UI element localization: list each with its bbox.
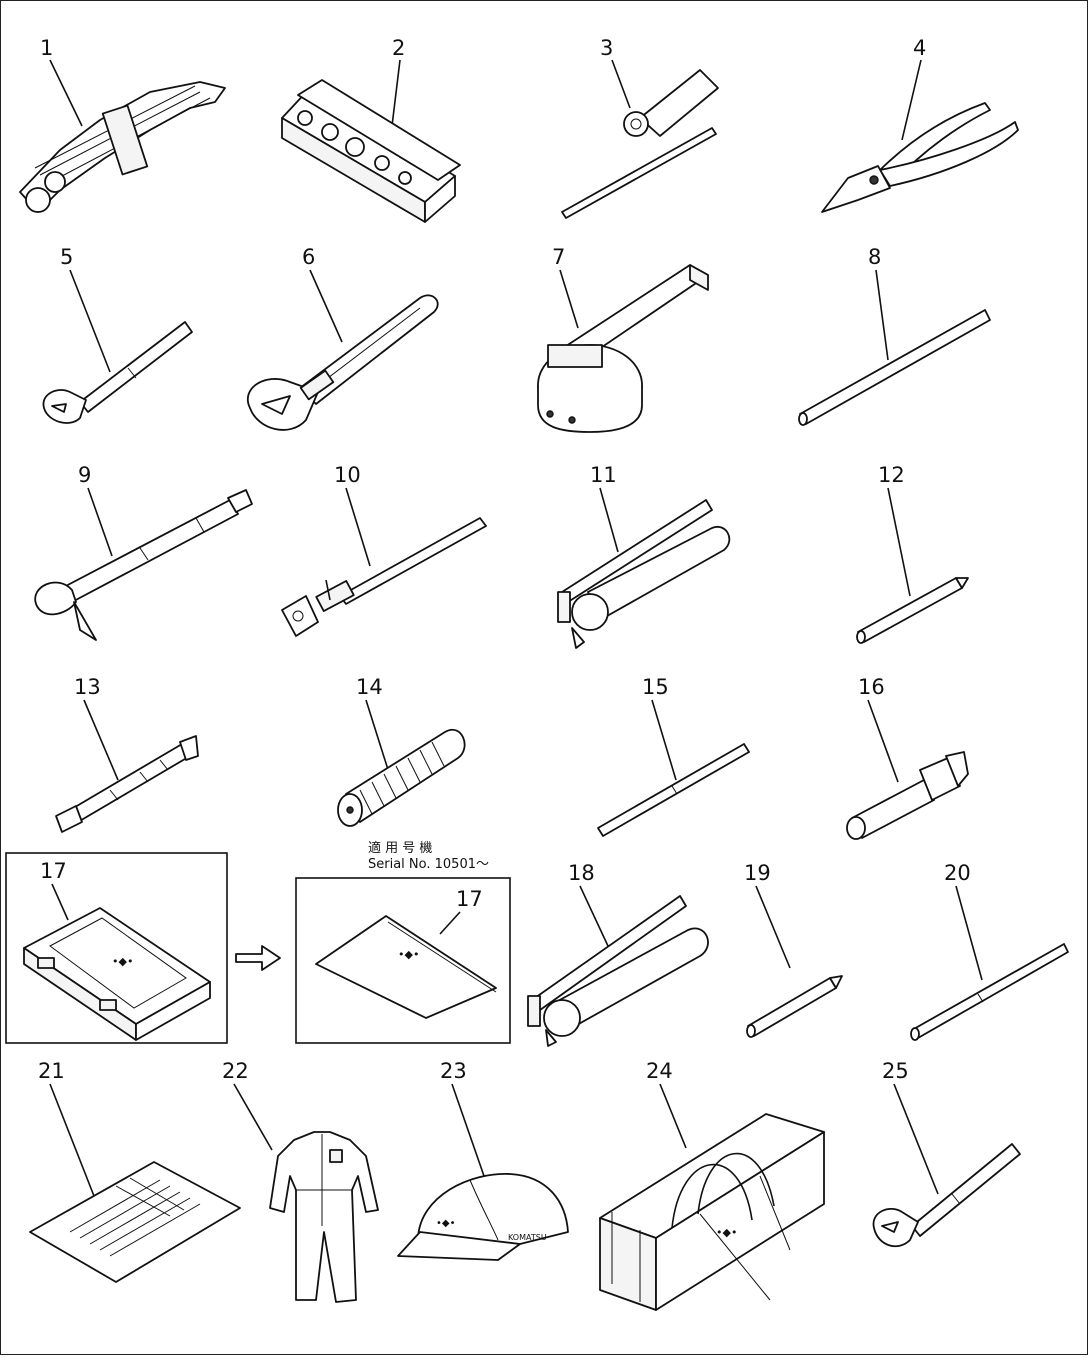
part-8-bar: 8 xyxy=(798,245,991,426)
part-1-wrench-set: 1 xyxy=(19,36,226,213)
part-number-label: 11 xyxy=(590,463,617,487)
part-number-label: 1 xyxy=(40,36,53,60)
part-number-label: 22 xyxy=(222,1059,249,1083)
part-9-tire-gauge: 9 xyxy=(34,463,253,641)
part-22-coveralls: 22 xyxy=(222,1059,379,1303)
part-number-label: 24 xyxy=(646,1059,673,1083)
part-number-label: 3 xyxy=(600,36,613,60)
part-12-pin: 12 xyxy=(856,463,969,644)
part-number-label: 4 xyxy=(913,36,926,60)
part-number-label: 20 xyxy=(944,861,971,885)
part-number-label: 9 xyxy=(78,463,91,487)
part-number-label: 19 xyxy=(744,861,771,885)
part-number-label: 25 xyxy=(882,1059,909,1083)
part-20-bar: 20 xyxy=(910,861,1069,1041)
logo-mark: •◆• xyxy=(398,948,419,961)
arrow-replaced-by xyxy=(235,945,281,971)
part-21-manual: 21 xyxy=(29,1059,241,1283)
part-number-label: 17 xyxy=(40,859,67,883)
part-14-grease-cartridge: 14 xyxy=(337,675,466,827)
part-6-adjustable-wrench: 6 xyxy=(247,245,439,431)
part-7-filter-wrench: 7 xyxy=(537,245,709,433)
part-17-tool-pouch: 適 用 号 機 Serial No. 10501～ 17 •◆• xyxy=(295,840,511,1044)
part-13-grease-hose: 13 xyxy=(55,675,199,833)
part-10-extension-bar: 10 xyxy=(281,463,487,637)
part-number-label: 15 xyxy=(642,675,669,699)
logo-mark: •◆• xyxy=(436,1218,456,1229)
part-number-label: 5 xyxy=(60,245,73,269)
cap-brand-text: KOMATSU xyxy=(508,1233,547,1242)
part-number-label: 21 xyxy=(38,1059,65,1083)
part-4-pliers: 4 xyxy=(821,36,1019,213)
part-15-rod: 15 xyxy=(597,675,750,837)
part-number-label: 6 xyxy=(302,245,315,269)
part-17-tool-case-box: 17 •◆• xyxy=(5,852,228,1044)
part-number-label: 7 xyxy=(552,245,565,269)
inset-frame-left xyxy=(5,852,228,1044)
part-23-cap: 23 •◆• KOMATSU xyxy=(397,1059,569,1261)
part-2-socket-set-case: 2 xyxy=(281,36,461,223)
part-number-label: 23 xyxy=(440,1059,467,1083)
logo-mark: •◆• xyxy=(112,955,133,968)
part-25-wrench: 25 xyxy=(872,1059,1021,1248)
part-number-label: 2 xyxy=(392,36,405,60)
part-number-label: 12 xyxy=(878,463,905,487)
part-11-grease-gun: 11 xyxy=(557,463,731,649)
serial-note: Serial No. 10501～ xyxy=(368,857,489,872)
logo-mark: •◆• xyxy=(716,1226,737,1239)
part-number-label: 8 xyxy=(868,245,881,269)
part-number-label: 16 xyxy=(858,675,885,699)
serial-note-jp: 適 用 号 機 xyxy=(368,840,432,856)
part-18-grease-gun: 18 xyxy=(527,861,709,1047)
part-24-tool-bag: 24 •◆• xyxy=(599,1059,825,1311)
part-3-screwdriver: 3 xyxy=(561,36,719,219)
part-number-label: 17 xyxy=(456,887,483,911)
part-16-nozzle: 16 xyxy=(846,675,969,840)
part-number-label: 14 xyxy=(356,675,383,699)
inset-frame-right xyxy=(295,877,511,1044)
part-number-label: 10 xyxy=(334,463,361,487)
part-number-label: 13 xyxy=(74,675,101,699)
part-5-box-wrench: 5 xyxy=(42,245,193,424)
part-number-label: 18 xyxy=(568,861,595,885)
part-19-pin: 19 xyxy=(744,861,843,1038)
